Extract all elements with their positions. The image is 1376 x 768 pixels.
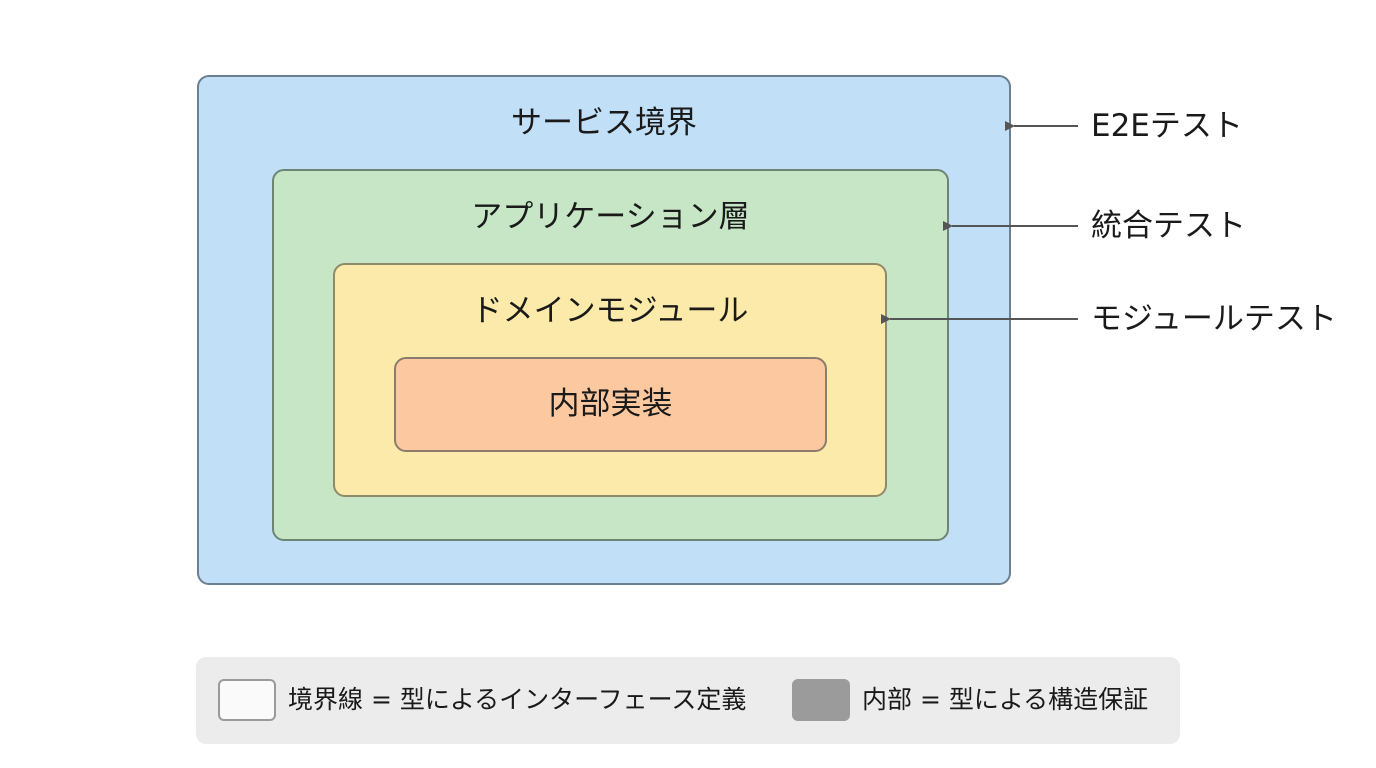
boundary-legend-swatch — [218, 679, 276, 721]
application-layer-title: アプリケーション層 — [471, 199, 750, 235]
domain-module-title: ドメインモジュール — [471, 293, 749, 329]
internal-legend-swatch — [792, 679, 850, 721]
e2e-test-label: E2Eテスト — [1091, 108, 1243, 144]
boundary-legend-label: 境界線 = 型によるインターフェース定義 — [288, 685, 747, 714]
legend-panel: 境界線 = 型によるインターフェース定義 内部 = 型による構造保証 — [196, 657, 1180, 744]
internal-implementation-title: 内部実装 — [548, 386, 673, 422]
integration-test-label: 統合テスト — [1091, 208, 1246, 244]
internal-implementation-layer: 内部実装 — [394, 357, 827, 452]
internal-legend-label: 内部 = 型による構造保証 — [862, 685, 1149, 714]
module-test-label: モジュールテスト — [1091, 301, 1337, 337]
service-boundary-title: サービス境界 — [511, 105, 697, 141]
